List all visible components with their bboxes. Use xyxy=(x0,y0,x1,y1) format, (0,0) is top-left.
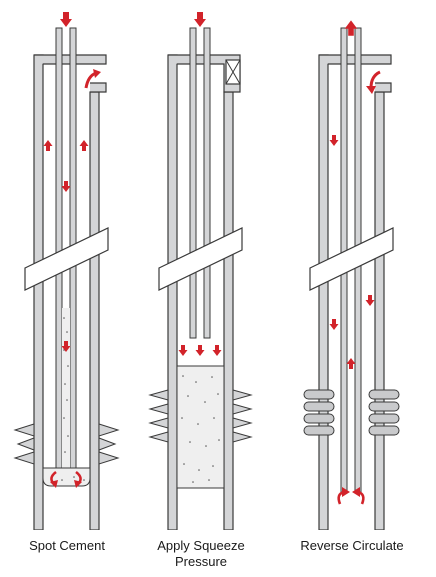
caption-line-1: Apply Squeeze xyxy=(157,538,245,553)
down-arrow-icon xyxy=(195,345,205,356)
cement-speckles xyxy=(51,317,85,481)
packer-right xyxy=(98,423,120,465)
tubing-wall-left xyxy=(189,27,197,339)
up-arrow-icon xyxy=(346,358,356,369)
up-arrow-icon xyxy=(43,140,53,151)
packer-left xyxy=(13,423,35,465)
swivel-box-icon xyxy=(225,59,241,85)
cement-column xyxy=(62,308,70,468)
packer-left xyxy=(303,389,335,436)
casing-wall-right xyxy=(374,91,385,530)
casing-wall-left xyxy=(33,54,44,530)
cement-bottom xyxy=(42,467,91,487)
tubing-wall-right xyxy=(203,27,211,339)
down-arrow-icon xyxy=(178,345,188,356)
cement-plug xyxy=(176,365,225,489)
section-break xyxy=(158,227,243,291)
down-arrow-icon xyxy=(329,135,339,146)
casing-wall-right xyxy=(89,91,100,530)
caption-apply-squeeze-pressure: Apply Squeeze Pressure xyxy=(131,538,271,570)
panel-reverse-circulate xyxy=(303,20,400,530)
down-arrow-icon xyxy=(365,295,375,306)
cementing-diagram xyxy=(13,12,400,530)
casing-wall-left xyxy=(167,54,178,530)
casing-wall-right xyxy=(223,91,234,530)
perforations-right xyxy=(232,389,253,443)
panel-apply-squeeze-pressure xyxy=(148,12,253,530)
casing-wall-left xyxy=(318,54,329,530)
caption-spot-cement: Spot Cement xyxy=(29,538,105,553)
tubing-wall-left xyxy=(55,27,63,469)
packer-right xyxy=(368,389,400,436)
panel-spot-cement xyxy=(13,12,120,530)
up-arrow-icon xyxy=(79,140,89,151)
section-break xyxy=(24,227,109,291)
caption-line-2: Pressure xyxy=(174,554,228,569)
perforations-left xyxy=(148,389,169,443)
section-break xyxy=(309,227,394,291)
down-arrow-icon xyxy=(60,12,72,27)
caption-reverse-circulate: Reverse Circulate xyxy=(300,538,404,553)
down-arrow-icon xyxy=(212,345,222,356)
down-arrow-icon xyxy=(61,181,71,192)
down-arrow-icon xyxy=(329,319,339,330)
cement-speckles xyxy=(181,375,220,483)
down-arrow-icon xyxy=(194,12,206,27)
